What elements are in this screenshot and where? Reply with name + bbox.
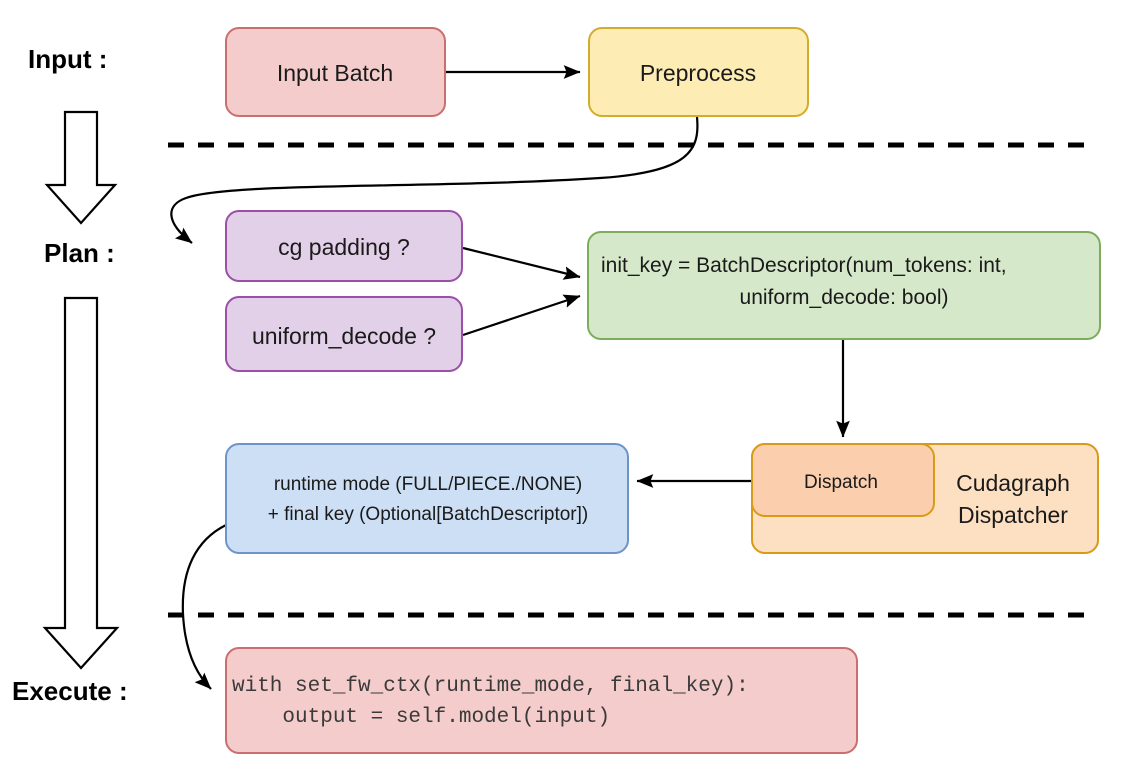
node-dispatch-label: Dispatch bbox=[804, 472, 878, 493]
node-runtime-mode[interactable]: runtime mode (FULL/PIECE./NONE) + final … bbox=[225, 443, 629, 554]
node-dispatch-shape bbox=[751, 443, 935, 517]
node-init-key-label-line-1: init_key = BatchDescriptor(num_tokens: i… bbox=[601, 254, 1007, 277]
node-execute-code-line-1: with set_fw_ctx(runtime_mode, final_key)… bbox=[232, 675, 749, 698]
connector-runtime-mode-to-execute-code bbox=[181, 524, 227, 690]
connector-preprocess-to-cg-padding bbox=[170, 116, 699, 244]
node-runtime-mode-shape bbox=[225, 443, 629, 554]
node-runtime-mode-label-line-2: + final key (Optional[BatchDescriptor]) bbox=[268, 504, 589, 525]
node-input-batch-label: Input Batch bbox=[277, 60, 393, 86]
node-cudagraph-dispatcher-label-line-1: Cudagraph bbox=[956, 470, 1070, 496]
node-cudagraph-dispatcher-label-line-2: Dispatcher bbox=[958, 502, 1068, 528]
node-preprocess[interactable]: Preprocess bbox=[588, 27, 809, 117]
node-uniform-decode-shape bbox=[225, 296, 463, 372]
node-input-batch[interactable]: Input Batch bbox=[225, 27, 446, 117]
stage-label-plan: Plan : bbox=[44, 238, 115, 268]
stage-arrow-plan-to-execute bbox=[42, 296, 120, 670]
node-input-batch-shape bbox=[225, 27, 446, 117]
node-init-key-label-line-2: uniform_decode: bool) bbox=[740, 286, 949, 309]
node-cg-padding[interactable]: cg padding ? bbox=[225, 210, 463, 282]
node-execute-code-line-2: output = self.model(input) bbox=[232, 706, 610, 729]
node-preprocess-shape bbox=[588, 27, 809, 117]
connector-cg-padding-to-init-key bbox=[462, 246, 581, 280]
node-dispatch[interactable]: Dispatch bbox=[751, 443, 935, 517]
node-cg-padding-shape bbox=[225, 210, 463, 282]
node-execute-code[interactable]: with set_fw_ctx(runtime_mode, final_key)… bbox=[225, 647, 858, 754]
connector-uniform-decode-to-init-key bbox=[462, 294, 581, 337]
node-execute-code-shape bbox=[225, 647, 858, 754]
node-cg-padding-label: cg padding ? bbox=[278, 234, 410, 260]
node-runtime-mode-label-line-1: runtime mode (FULL/PIECE./NONE) bbox=[274, 474, 582, 495]
node-uniform-decode-label: uniform_decode ? bbox=[252, 323, 436, 349]
node-uniform-decode[interactable]: uniform_decode ? bbox=[225, 296, 463, 372]
node-init-key-shape bbox=[587, 231, 1101, 340]
node-init-key[interactable]: init_key = BatchDescriptor(num_tokens: i… bbox=[587, 231, 1101, 340]
stage-label-execute: Execute : bbox=[12, 676, 128, 706]
stage-arrow-input-to-plan bbox=[44, 110, 118, 225]
node-preprocess-label: Preprocess bbox=[640, 60, 756, 86]
stage-label-input: Input : bbox=[28, 44, 107, 74]
